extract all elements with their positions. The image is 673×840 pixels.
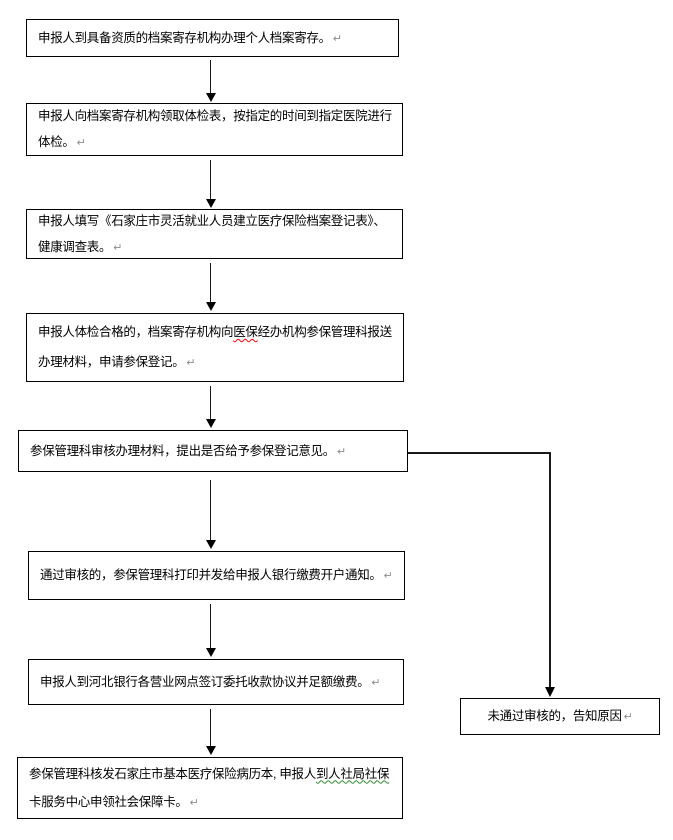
flow-arrow-7 [205, 709, 216, 755]
arrow-shaft [209, 480, 212, 540]
flow-step-1-text: 申报人到具备资质的档案寄存机构办理个人档案寄存。↵ [38, 30, 342, 45]
paragraph-mark: ↵ [371, 676, 381, 689]
paragraph-mark: ↵ [623, 711, 633, 723]
arrow-shaft [209, 263, 212, 302]
flow-step-4-text: 申报人体检合格的，档案寄存机构向医保经办机构参保管理科报送办理材料，申请参保登记… [38, 325, 392, 369]
arrow-head-icon [205, 419, 216, 428]
flow-step-3-text: 申报人填写《石家庄市灵活就业人员建立医疗保险档案登记表》、健康调查表。↵ [38, 213, 386, 254]
paragraph-mark: ↵ [76, 137, 86, 149]
paragraph-mark: ↵ [383, 570, 393, 582]
paragraph-mark: ↵ [186, 357, 196, 369]
flow-arrow-1 [205, 60, 216, 102]
paragraph-mark: ↵ [332, 32, 342, 45]
flow-step-3: 申报人填写《石家庄市灵活就业人员建立医疗保险档案登记表》、健康调查表。↵ [26, 209, 403, 259]
arrow-shaft [209, 60, 212, 93]
arrow-head-icon [205, 648, 216, 657]
flow-step-7-text: 申报人到河北银行各营业网点签订委托收款协议并足额缴费。↵ [40, 674, 381, 689]
flow-step-5-text: 参保管理科审核办理材料，提出是否给予参保登记意见。↵ [30, 443, 346, 458]
flow-step-7: 申报人到河北银行各营业网点签订委托收款协议并足额缴费。↵ [28, 659, 404, 705]
branch-connector-horizontal [408, 452, 550, 454]
flow-arrow-5 [205, 480, 216, 549]
branch-arrow-head-icon [545, 687, 555, 697]
flow-arrow-3 [205, 263, 216, 311]
arrow-shaft [209, 604, 212, 648]
flow-step-reject: 未通过审核的，告知原因↵ [460, 698, 660, 735]
grammar-flagged-text: 到人社局社保 [315, 766, 390, 781]
flow-step-8-text: 参保管理科核发石家庄市基本医疗保险病历本, 申报人到人社局社保卡服务中心申领社会… [29, 766, 390, 809]
flow-step-reject-text: 未通过审核的，告知原因↵ [487, 709, 633, 723]
flow-step-6-text: 通过审核的，参保管理科打印并发给申报人银行缴费开户通知。↵ [40, 568, 393, 582]
spellcheck-flagged-text: 医保 [233, 325, 258, 339]
flow-step-4: 申报人体检合格的，档案寄存机构向医保经办机构参保管理科报送办理材料，申请参保登记… [26, 313, 404, 382]
arrow-shaft [209, 386, 212, 419]
arrow-shaft [209, 709, 212, 746]
arrow-shaft [209, 160, 212, 199]
flow-arrow-4 [205, 386, 216, 428]
arrow-head-icon [205, 199, 216, 208]
paragraph-mark: ↵ [113, 241, 123, 254]
flow-step-2-text: 申报人向档案寄存机构领取体检表，按指定的时间到指定医院进行体检。↵ [38, 109, 392, 149]
arrow-head-icon [205, 302, 216, 311]
branch-connector-vertical [549, 452, 551, 687]
paragraph-mark: ↵ [189, 796, 199, 809]
paragraph-mark: ↵ [337, 445, 346, 458]
arrow-head-icon [205, 93, 216, 102]
arrow-head-icon [205, 746, 216, 755]
arrow-head-icon [205, 540, 216, 549]
flow-step-8: 参保管理科核发石家庄市基本医疗保险病历本, 申报人到人社局社保卡服务中心申领社会… [17, 757, 403, 819]
flow-step-1: 申报人到具备资质的档案寄存机构办理个人档案寄存。↵ [26, 19, 399, 57]
flow-step-5: 参保管理科审核办理材料，提出是否给予参保登记意见。↵ [18, 430, 408, 472]
flow-step-6: 通过审核的，参保管理科打印并发给申报人银行缴费开户通知。↵ [28, 551, 405, 600]
flow-arrow-6 [205, 604, 216, 657]
flow-step-2: 申报人向档案寄存机构领取体检表，按指定的时间到指定医院进行体检。↵ [26, 103, 403, 156]
flow-arrow-2 [205, 160, 216, 208]
